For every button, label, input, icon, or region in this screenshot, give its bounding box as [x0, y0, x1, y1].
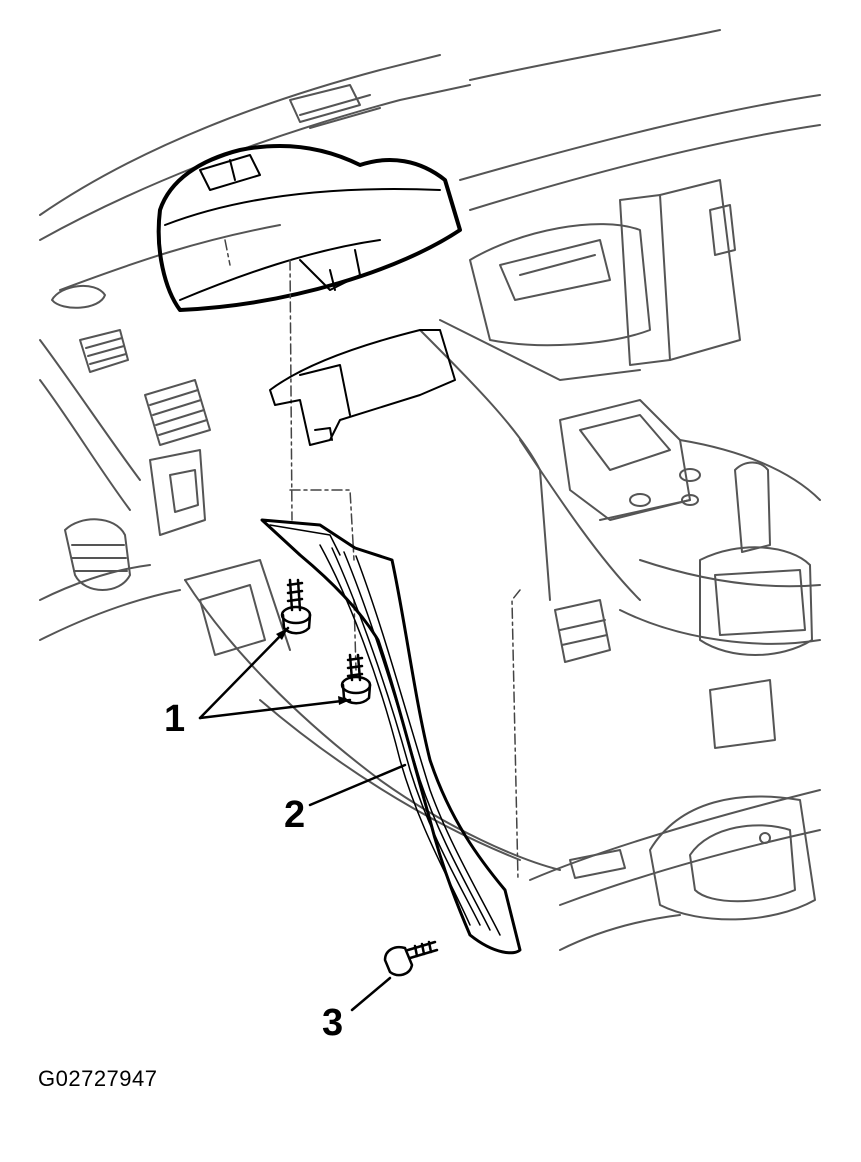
callout-1: 1	[164, 698, 186, 740]
instrument-cluster-hood	[156, 144, 462, 312]
figure-id: G02727947	[38, 1066, 158, 1091]
bolt	[383, 940, 439, 977]
floor-sill	[529, 789, 821, 951]
dash-side-trim	[269, 329, 456, 446]
callout-3: 3	[322, 1002, 344, 1044]
a-pillar-trim-panel	[260, 518, 522, 955]
left-dash-vents	[39, 284, 211, 641]
screw-lower	[340, 653, 372, 705]
leader-lines	[198, 626, 407, 1012]
center-console	[419, 179, 821, 749]
lower-dash-panel	[184, 559, 561, 871]
callout-2: 2	[284, 794, 306, 836]
dashboard-outline	[39, 29, 821, 291]
screw-upper	[280, 578, 312, 635]
leader-arrowheads	[276, 628, 350, 705]
